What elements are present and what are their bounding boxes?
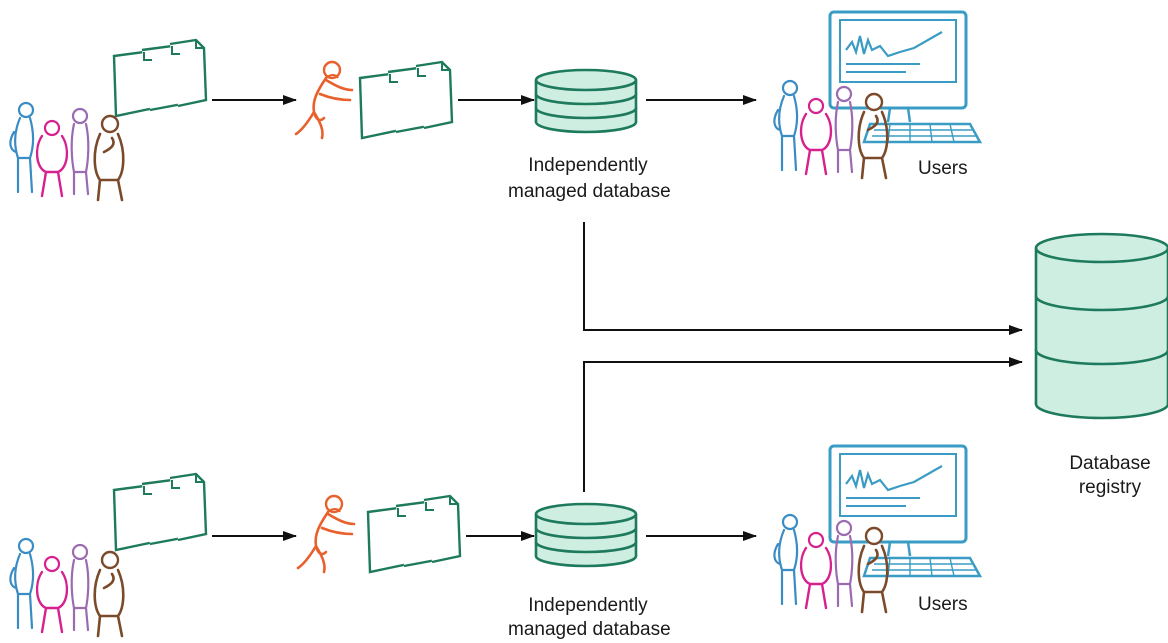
registry-label-line2: registry xyxy=(1078,477,1142,498)
database-icon xyxy=(534,502,638,568)
registry-label-line1: Database xyxy=(1069,453,1151,474)
document-stack-icon xyxy=(358,60,454,140)
connector-bottom-db-to-registry xyxy=(583,357,1023,492)
db-bottom-label-line1: Independently xyxy=(528,595,648,616)
document-stack-icon xyxy=(366,494,462,574)
document-stack-icon xyxy=(112,472,208,552)
db-top-label-line1: Independently xyxy=(528,155,648,176)
connector-top-db-to-registry xyxy=(583,222,1023,335)
database-icon xyxy=(534,68,638,134)
users-top-label: Users xyxy=(918,158,968,179)
document-stack-icon xyxy=(112,38,208,118)
people-group-icon xyxy=(9,537,125,638)
db-top-label-line2: managed database xyxy=(508,181,671,202)
db-bottom-label-line2: managed database xyxy=(508,619,671,640)
worker-pushing-icon xyxy=(296,494,356,574)
database-registry-icon xyxy=(1034,232,1168,420)
worker-pushing-icon xyxy=(294,60,354,140)
users-bottom-label: Users xyxy=(918,594,968,615)
top-row xyxy=(9,10,982,202)
bottom-row xyxy=(9,444,982,638)
people-group-icon xyxy=(9,101,125,202)
